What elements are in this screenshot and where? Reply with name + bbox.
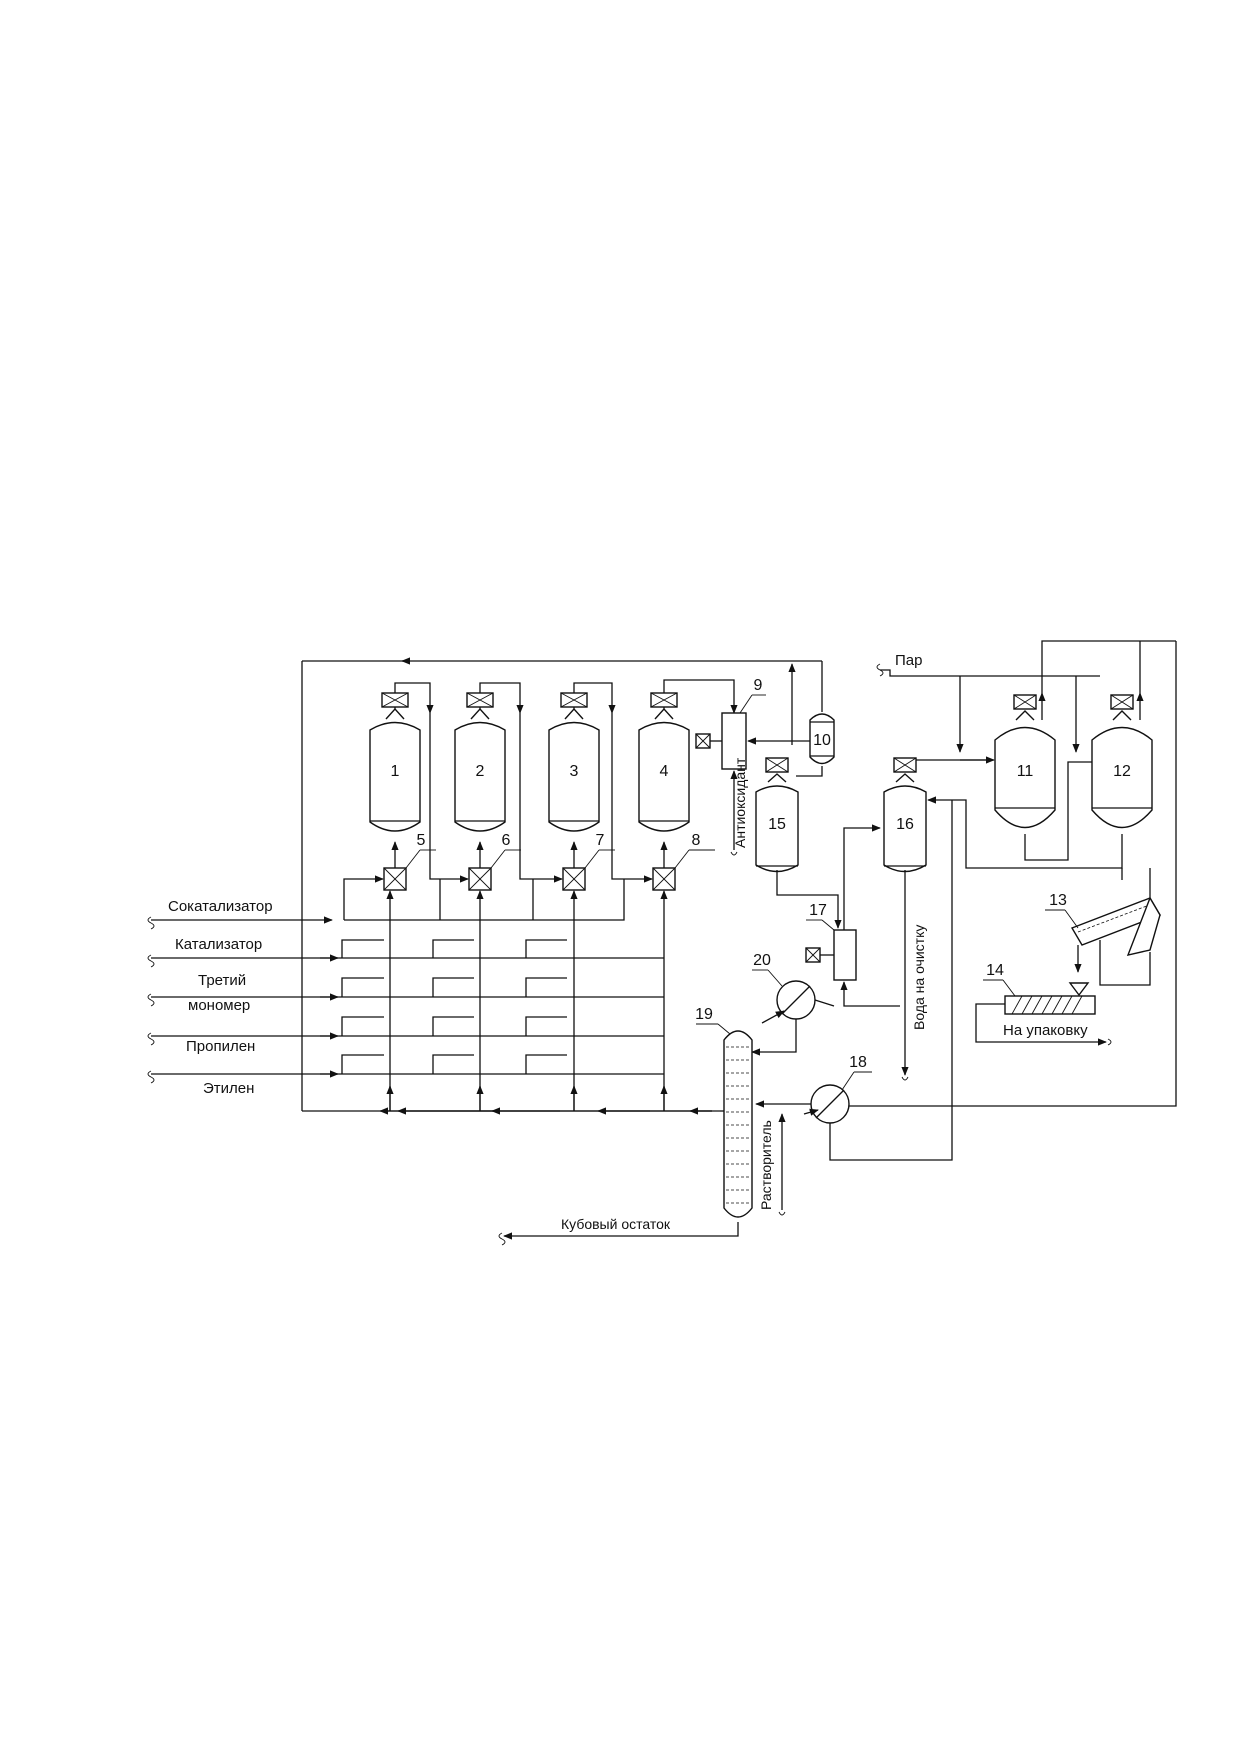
stripper-11-label: 11 (1017, 763, 1034, 780)
feed-third-monomer: Третий мономер (147, 972, 664, 1014)
screen-13-label: 13 (1049, 892, 1067, 909)
antioxidant-label: Антиоксидант (732, 757, 748, 848)
exchanger-18: 18 (755, 1054, 872, 1124)
feed-branches (341, 939, 567, 1074)
pump-8: 8 (652, 832, 715, 891)
catalyst-label: Катализатор (175, 936, 262, 953)
bottoms-label: Кубовый остаток (561, 1216, 671, 1232)
reactor-2-label: 2 (476, 763, 485, 780)
extruder-14-label: 14 (986, 962, 1004, 979)
pump-7: 7 (562, 832, 615, 891)
stripper-11: 11 (960, 640, 1176, 861)
cocatalyst-label: Сокатализатор (168, 898, 273, 915)
vessel-16: 16 Вода на очистку (883, 757, 992, 1081)
vessel-15-label: 15 (768, 816, 786, 833)
reactor-4: 4 (638, 692, 690, 832)
pump-5: 5 (383, 832, 436, 891)
solvent-label: Растворитель (758, 1120, 774, 1210)
pump-5-label: 5 (417, 832, 426, 849)
pump-7-label: 7 (596, 832, 605, 849)
solvent-return-header (302, 1085, 720, 1115)
ethylene-label: Этилен (203, 1080, 254, 1097)
third-monomer-label-1: Третий (198, 972, 246, 989)
reactor-1: 1 (369, 692, 421, 832)
feed-ethylene: Этилен (147, 1070, 664, 1097)
column-19-label: 19 (695, 1006, 713, 1023)
feed-cocatalyst: Сокатализатор (147, 898, 333, 930)
mixer-17-label: 17 (809, 902, 827, 919)
extruder-14: 14 На упаковку (975, 962, 1112, 1046)
mixer-9-label: 9 (754, 677, 763, 694)
exchanger-20: 20 (751, 952, 835, 1056)
reactor-2: 2 (454, 692, 506, 832)
reactor-4-label: 4 (660, 763, 669, 780)
vessel-16-label: 16 (896, 816, 914, 833)
mixer-9: 9 Антиоксидант (695, 677, 766, 856)
reactor-3-label: 3 (570, 763, 579, 780)
stripper-12: 12 (946, 641, 1153, 869)
solvent-inlet: Растворитель (758, 1113, 786, 1216)
steam-label: Пар (895, 652, 922, 669)
reactor-3: 3 (548, 692, 600, 832)
feed-propylene: Пропилен (147, 1032, 664, 1055)
pump-6: 6 (468, 832, 521, 891)
third-monomer-label-2: мономер (188, 997, 250, 1014)
vapor-return-line (829, 641, 1177, 1161)
to-packaging-label: На упаковку (1003, 1022, 1088, 1039)
column-19: 19 Кубовый остаток (498, 1006, 753, 1246)
vessel-15: 15 (755, 757, 842, 929)
stripper-12-label: 12 (1113, 763, 1131, 780)
propylene-label: Пропилен (186, 1038, 255, 1055)
reactor-1-label: 1 (391, 763, 400, 780)
pump-8-label: 8 (692, 832, 701, 849)
screen-13: 13 (1045, 868, 1162, 986)
exchanger-18-label: 18 (849, 1054, 867, 1071)
water-to-cleaning-label: Вода на очистку (911, 925, 927, 1030)
vessel-10: 10 (747, 713, 835, 777)
steam-line: Пар (876, 652, 1100, 753)
feed-catalyst: Катализатор (147, 936, 664, 968)
vessel-10-label: 10 (813, 732, 831, 749)
reactor-downcomers (386, 890, 578, 1111)
mixer-17: 17 (805, 824, 900, 1007)
pump-6-label: 6 (502, 832, 511, 849)
exchanger-20-label: 20 (753, 952, 771, 969)
